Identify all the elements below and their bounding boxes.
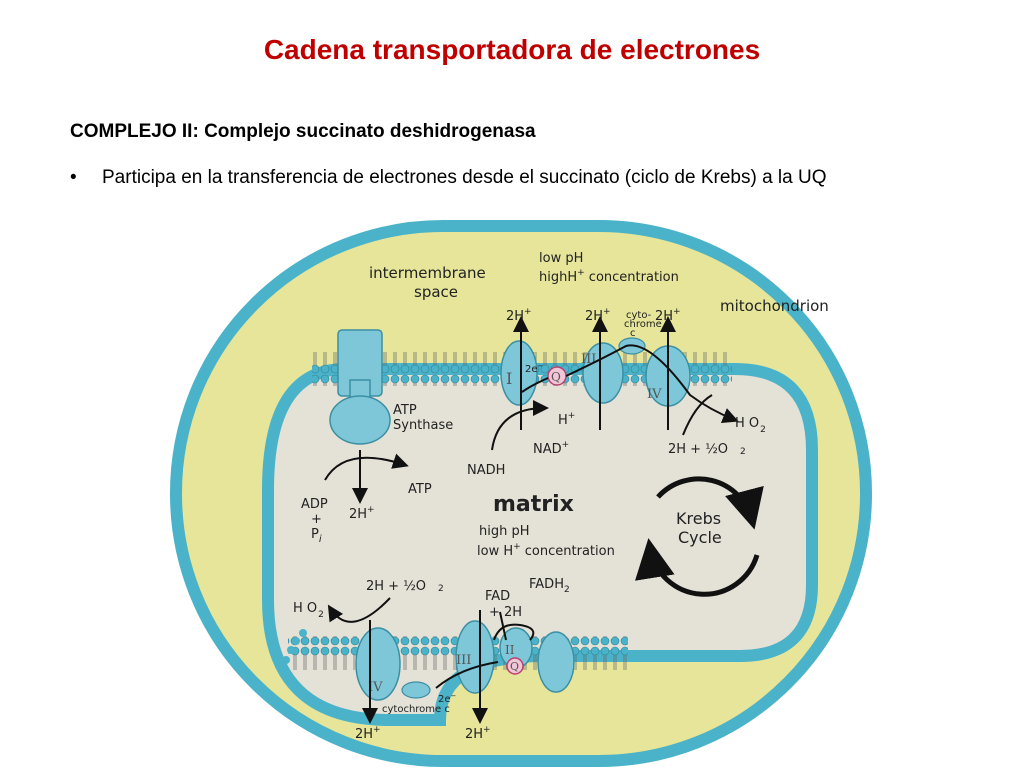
two-h-label-3: 2H+ (655, 307, 681, 324)
quinone-bottom-label: Q (510, 660, 519, 673)
h-plus-label: H+ (558, 411, 575, 428)
complex-iii-bottom-label: III (456, 653, 471, 668)
krebs-label-1: Krebs (676, 509, 721, 528)
high-h-concentration-label: highH+ concentration (539, 268, 679, 285)
cytochrome-c-bottom (401, 681, 431, 699)
fad-label-1: FAD (485, 589, 510, 604)
pi-label: Pi (311, 527, 322, 545)
adp-plus-label: + (311, 512, 322, 527)
krebs-cycle-arrows (635, 476, 764, 597)
two-e-label-top: 2e− (525, 362, 544, 375)
lipid-heads-left-bottom (282, 629, 307, 664)
two-h-bottom-1: 2H+ (355, 725, 381, 742)
two-e-label-bottom: 2e− (438, 692, 457, 705)
matrix-label: matrix (493, 492, 574, 517)
complex-i-label: I (506, 369, 512, 388)
intermembrane-label-2: space (414, 283, 458, 301)
quinone-top-label: Q (551, 370, 561, 384)
cytochrome-c-top-label-3: c (630, 328, 636, 339)
nad-label: NAD+ (533, 440, 569, 457)
bullet-item: • Participa en la transferencia de electr… (70, 167, 827, 189)
atp-synthase-label-2: Synthase (393, 418, 453, 433)
bottom-arrows (327, 597, 535, 724)
adp-label: ADP (301, 497, 328, 512)
slide-title: Cadena transportadora de electrones (263, 34, 761, 65)
water-label-bottom: H O2 (293, 601, 324, 620)
cytochrome-c-bottom-label: cytochrome c (382, 704, 450, 715)
cytochrome-c-top-label-2: chrome (624, 319, 662, 330)
atp-synthase (329, 329, 391, 445)
two-h-bottom-2: 2H+ (465, 725, 491, 742)
bullet-text: Participa en la transferencia de electro… (102, 167, 827, 188)
complex-iii-bottom: III (455, 620, 495, 694)
mitochondrion-label: mitochondrion (720, 297, 829, 315)
two-h-label-1: 2H+ (506, 307, 532, 324)
complex-iv-label: IV (647, 387, 662, 402)
two-h-label-2: 2H+ (585, 307, 611, 324)
quinone-top: Q (547, 366, 567, 386)
intermembrane-label-1: intermembrane (369, 264, 486, 282)
bullet-dot-icon: • (70, 167, 77, 188)
quinone-bottom: Q (506, 657, 524, 675)
krebs-label-2: Cycle (678, 528, 722, 547)
fad-label-2: + 2H (489, 605, 522, 620)
low-h-concentration-label: low H+ concentration (477, 542, 615, 559)
complex-extra-bottom (537, 631, 575, 693)
cytochrome-c-top-label-1: cyto- (626, 310, 652, 321)
two-h-atp-label: 2H+ (349, 505, 375, 522)
atp-synthase-label-1: ATP (393, 403, 417, 418)
low-ph-label: low pH (539, 251, 583, 266)
top-arrows (324, 316, 739, 504)
fadh2-label: FADH2 (529, 577, 570, 595)
complex-ii-label: II (505, 643, 515, 657)
water-label-top: H O2 (735, 416, 766, 435)
complex-iv-bottom-label: IV (368, 680, 383, 695)
nadh-label: NADH (467, 463, 505, 478)
slide-subtitle: COMPLEJO II: Complejo succinato deshidro… (70, 121, 536, 142)
complex-iv-bottom: IV (355, 627, 401, 701)
high-ph-label: high pH (479, 524, 530, 539)
atp-label: ATP (408, 482, 432, 497)
